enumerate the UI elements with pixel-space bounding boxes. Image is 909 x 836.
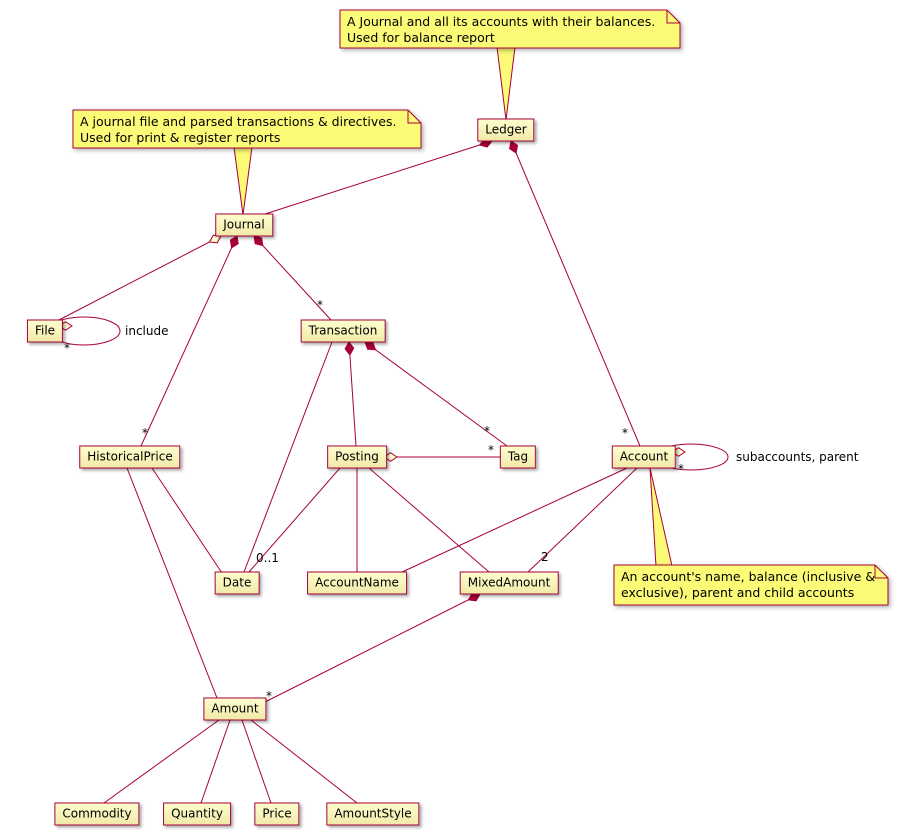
edge-mixedamount-amount — [262, 593, 481, 704]
diamond-transaction-tag — [364, 341, 377, 351]
note-journal — [72, 109, 422, 149]
edge-ledger-account — [510, 140, 641, 447]
edge-ledger-journal — [261, 140, 493, 216]
edge-amount-commodity — [103, 719, 220, 804]
note-account-text-line: An account's name, balance (inclusive & — [621, 569, 875, 584]
note-journal-fold-corner — [407, 110, 421, 124]
edge-journal-historicalprice — [140, 235, 238, 447]
edge-transaction-posting — [348, 341, 357, 447]
note-account-text-line: exclusive), parent and child accounts — [621, 585, 854, 600]
note-journal-pointer — [233, 146, 253, 216]
diamond-journal-historicalprice — [229, 235, 239, 249]
edge-account-accountname — [399, 467, 628, 574]
note-account — [613, 564, 889, 606]
note-journal-text-line: A journal file and parsed transactions &… — [80, 114, 396, 129]
note-account-fold-corner — [874, 565, 888, 579]
multiplicity-account-subaccounts: * — [678, 462, 684, 476]
diamond-file-include — [58, 321, 73, 331]
diamond-ledger-account — [509, 140, 519, 154]
diamond-posting-tag — [383, 452, 398, 462]
edge-amount-price — [241, 719, 272, 804]
edge-transaction-date — [243, 341, 333, 573]
edge-amount-quantity — [200, 719, 231, 804]
note-ledger — [339, 9, 681, 49]
note-ledger-text-line: A Journal and all its accounts with thei… — [347, 14, 655, 29]
loop-account-subaccounts — [653, 443, 729, 471]
edge-historicalprice-date — [151, 467, 223, 574]
diamond-journal-transaction — [253, 235, 264, 247]
edge-amount-amountstyle — [250, 719, 358, 804]
label-posting-tag: * — [488, 443, 494, 457]
edge-historicalprice-amount — [126, 467, 218, 699]
diamond-transaction-posting — [344, 341, 355, 356]
label-file-include: include — [125, 324, 168, 338]
edge-journal-file — [56, 235, 222, 322]
edge-posting-date — [248, 467, 341, 573]
label-account-mixedamount: 2 — [541, 550, 549, 564]
multiplicity-file-include: * — [64, 341, 70, 355]
label-journal-transaction: * — [317, 298, 323, 312]
label-account-subaccounts: subaccounts, parent — [736, 450, 859, 464]
note-ledger-pointer — [496, 46, 516, 121]
diamond-mixedamount-amount — [467, 592, 481, 602]
edge-account-mixedamount — [527, 467, 638, 573]
loop-file-include — [47, 316, 121, 346]
note-ledger-fold-corner — [666, 10, 680, 24]
edge-transaction-tag — [364, 341, 508, 447]
edge-journal-transaction — [253, 235, 332, 321]
note-ledger-text-line: Used for balance report — [347, 30, 495, 45]
diamond-journal-file — [208, 234, 222, 244]
note-account-pointer — [649, 467, 673, 567]
label-transaction-tag: * — [484, 424, 490, 438]
note-journal-text-line: Used for print & register reports — [80, 130, 280, 145]
diamond-ledger-journal — [478, 138, 493, 148]
label-journal-historicalprice: * — [142, 426, 148, 440]
diamond-account-subaccounts — [671, 447, 686, 457]
label-posting-date: 0..1 — [256, 551, 279, 565]
edge-posting-mixedamount — [368, 467, 490, 573]
label-mixedamount-amount: * — [266, 689, 272, 703]
label-ledger-account: * — [622, 426, 628, 440]
